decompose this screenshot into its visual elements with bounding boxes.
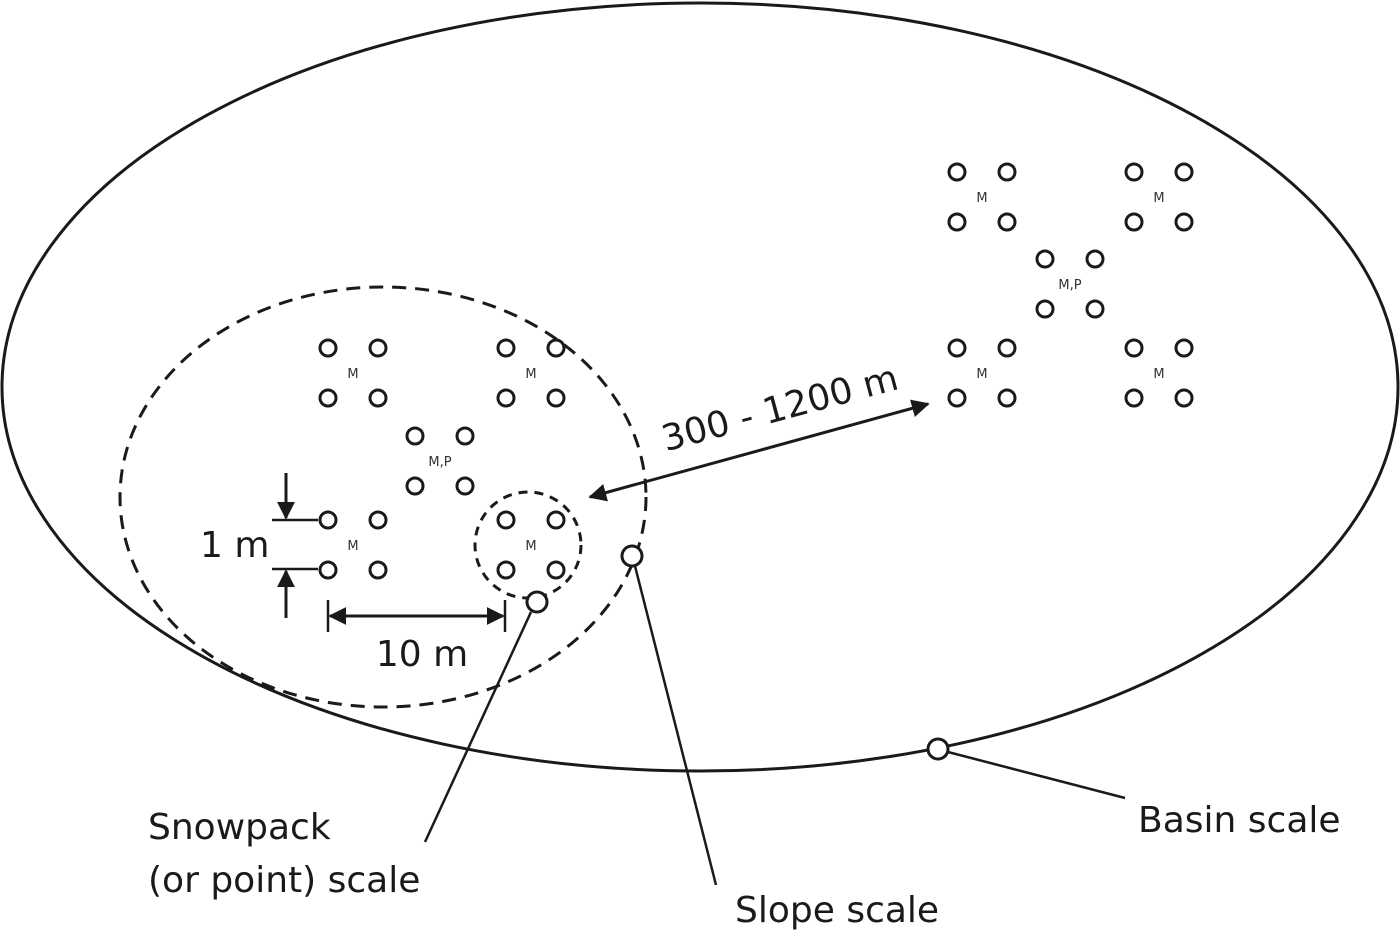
right-site-5-sensor-1 — [1124, 338, 1144, 358]
left-site-1-sensor-4 — [368, 388, 388, 408]
left-site-3-sensor-4 — [455, 476, 475, 496]
right-site-4-label: M — [976, 367, 987, 382]
right-site-2-sensor-1 — [1124, 162, 1144, 182]
left-site-2-sensor-4 — [546, 388, 566, 408]
right-site-5-sensor-3 — [1124, 388, 1144, 408]
left-site-3-sensor-1 — [405, 426, 425, 446]
right-site-2-label: M — [1153, 191, 1164, 206]
slope-label: Slope scale — [735, 890, 939, 931]
left-site-4-sensor-1 — [318, 510, 338, 530]
basin-ellipse — [0, 1, 1400, 773]
right-site-3-sensor-1 — [1035, 249, 1055, 269]
left-site-5-sensor-3 — [496, 560, 516, 580]
snowpack-scale-marker — [525, 590, 549, 614]
left-site-1-sensor-3 — [318, 388, 338, 408]
right-site-3-label: M,P — [1058, 278, 1081, 293]
right-site-2-sensor-4 — [1174, 212, 1194, 232]
left-site-2-sensor-3 — [496, 388, 516, 408]
distance-arrow — [588, 399, 930, 502]
right-site-1-label: M — [976, 191, 987, 206]
left-site-5-sensor-4 — [546, 560, 566, 580]
left-site-1-label: M — [347, 367, 358, 382]
basin-leader — [947, 750, 1126, 800]
right-site-1-sensor-4 — [997, 212, 1017, 232]
right-site-1-sensor-2 — [997, 162, 1017, 182]
snowpack-label: Snowpack (or point) scale — [148, 807, 420, 901]
right-site-1-sensor-3 — [947, 212, 967, 232]
right-site-2-sensor-2 — [1174, 162, 1194, 182]
right-site-3-sensor-3 — [1035, 299, 1055, 319]
snowpack-label-line1: Snowpack — [148, 807, 331, 848]
left-site-4-sensor-2 — [368, 510, 388, 530]
left-site-3-sensor-3 — [405, 476, 425, 496]
left-site-3-sensor-2 — [455, 426, 475, 446]
snowpack-leader — [423, 611, 533, 843]
left-site-1-sensor-1 — [318, 338, 338, 358]
left-site-cluster: M M M,P M M — [318, 338, 566, 580]
left-site-4-label: M — [347, 539, 358, 554]
basin-label: Basin scale — [1138, 800, 1341, 841]
left-site-5-sensor-1 — [496, 510, 516, 530]
left-site-5-sensor-2 — [546, 510, 566, 530]
basin-scale-marker — [926, 737, 950, 761]
right-site-4-sensor-2 — [997, 338, 1017, 358]
right-site-3-sensor-4 — [1085, 299, 1105, 319]
snowpack-label-line2: (or point) scale — [148, 860, 420, 901]
right-site-3-sensor-2 — [1085, 249, 1105, 269]
right-site-cluster: M M M,P M M — [947, 162, 1194, 408]
one-m-label: 1 m — [200, 525, 269, 566]
slope-leader — [633, 565, 718, 886]
right-site-2-sensor-3 — [1124, 212, 1144, 232]
right-site-5-sensor-4 — [1174, 388, 1194, 408]
slope-scale-marker — [620, 544, 644, 568]
left-site-2-sensor-1 — [496, 338, 516, 358]
left-site-3-label: M,P — [428, 455, 451, 470]
right-site-5-label: M — [1153, 367, 1164, 382]
right-site-4-sensor-1 — [947, 338, 967, 358]
left-site-5-label: M — [525, 539, 536, 554]
ten-m-label: 10 m — [376, 634, 468, 675]
left-site-2-label: M — [525, 367, 536, 382]
right-site-4-sensor-4 — [997, 388, 1017, 408]
left-site-1-sensor-2 — [368, 338, 388, 358]
right-site-5-sensor-2 — [1174, 338, 1194, 358]
left-site-4-sensor-3 — [318, 560, 338, 580]
left-site-4-sensor-4 — [368, 560, 388, 580]
left-site-2-sensor-2 — [546, 338, 566, 358]
right-site-4-sensor-3 — [947, 388, 967, 408]
right-site-1-sensor-1 — [947, 162, 967, 182]
